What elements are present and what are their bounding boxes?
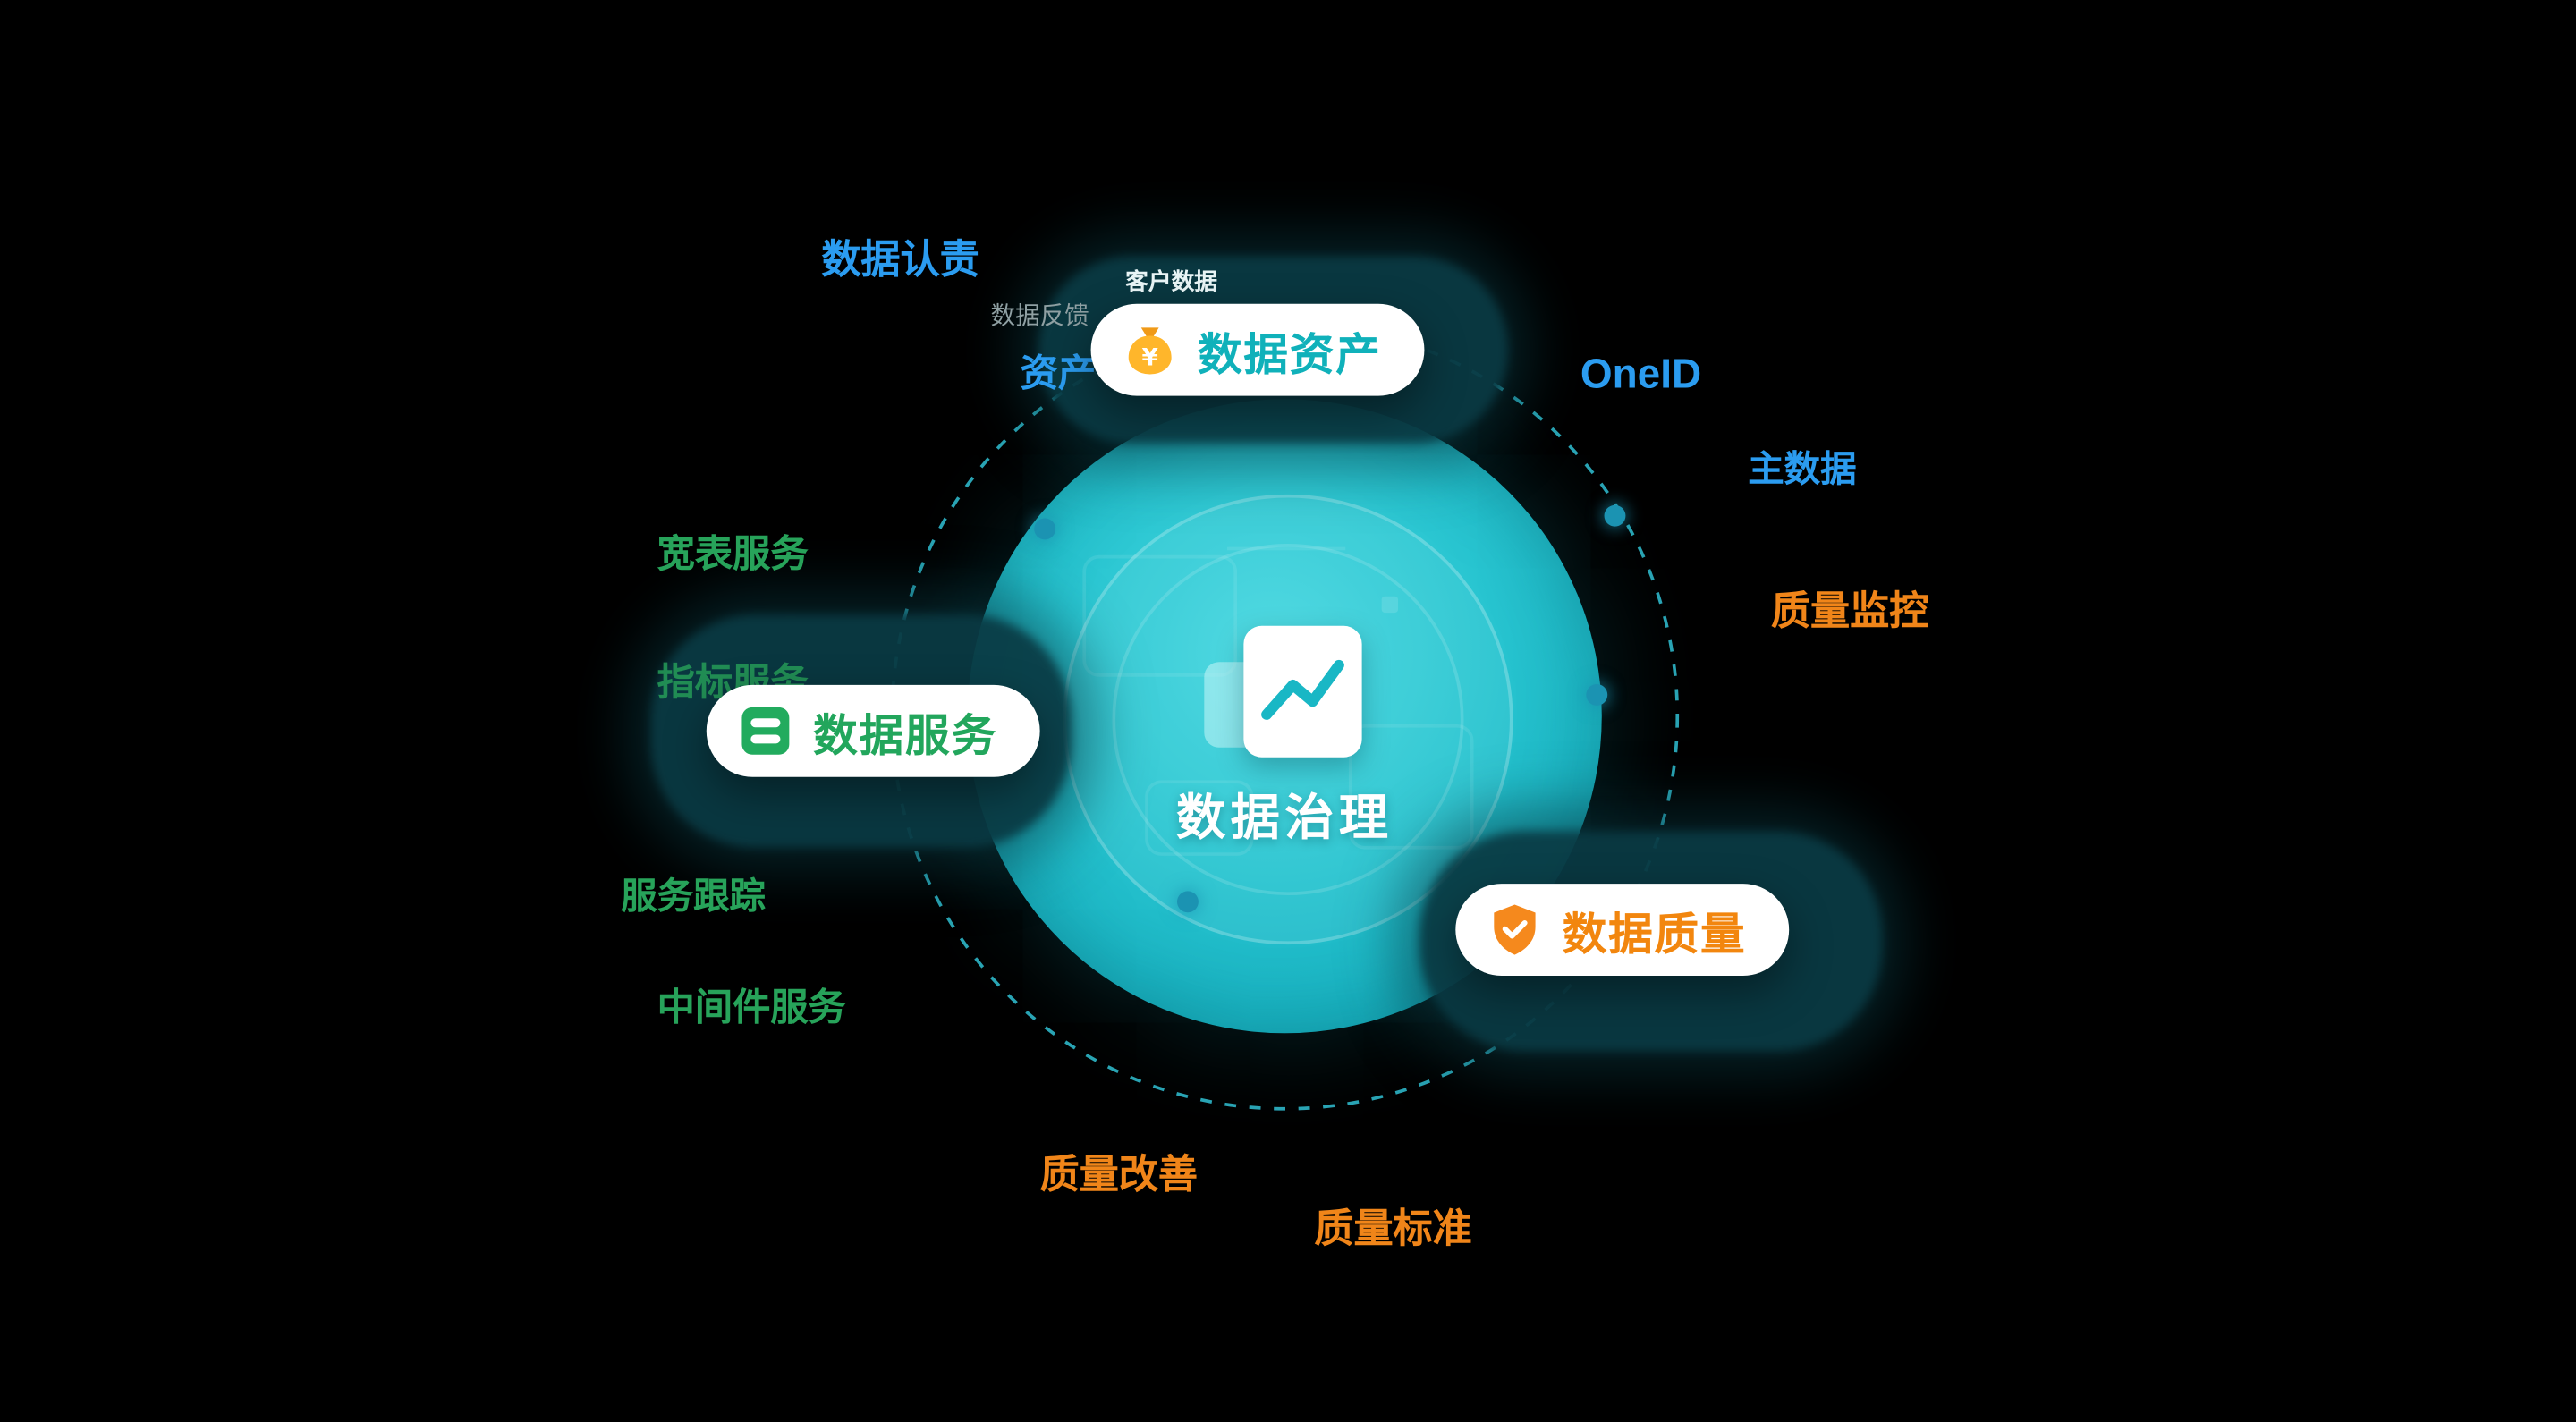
circuit-decoration	[1348, 724, 1474, 850]
orbit-dot	[1586, 683, 1608, 706]
circuit-decoration	[1227, 546, 1346, 551]
pill-label: 数据服务	[813, 710, 997, 760]
pill-data-quality: 数据质量	[1455, 884, 1790, 976]
label-middleware-service: 中间件服务	[657, 986, 846, 1028]
pill-label: 数据质量	[1562, 909, 1747, 959]
label-oneid: OneID	[1580, 351, 1702, 398]
inner-ring-2	[1112, 543, 1464, 896]
pill-data-asset: ¥ 数据资产	[1090, 303, 1425, 396]
orbit-dot	[1176, 891, 1199, 913]
svg-text:¥: ¥	[1141, 344, 1158, 372]
money-bag-icon: ¥	[1121, 320, 1180, 379]
report-chart-icon	[1243, 625, 1362, 758]
label-data-feedback: 数据反馈	[990, 301, 1089, 331]
server-icon	[736, 701, 795, 760]
label-quality-monitoring: 质量监控	[1770, 589, 1929, 634]
pill-data-service: 数据服务	[706, 684, 1040, 777]
label-data-accountability: 数据认责	[821, 238, 979, 283]
label-quality-standard: 质量标准	[1314, 1206, 1472, 1252]
shield-check-icon	[1485, 901, 1544, 960]
orbit-dot	[1604, 504, 1626, 527]
label-quality-improvement: 质量改善	[1039, 1153, 1198, 1198]
circuit-decoration	[1145, 780, 1254, 856]
circuit-decoration	[1082, 554, 1238, 677]
center-title: 数据治理	[1176, 791, 1394, 846]
circuit-decoration	[1381, 596, 1399, 614]
label-wide-table-service: 宽表服务	[657, 532, 809, 575]
label-service-tracking: 服务跟踪	[621, 875, 766, 917]
label-customer-data: 客户数据	[1125, 267, 1217, 294]
label-master-data: 主数据	[1748, 448, 1857, 490]
orbit-dot	[1034, 518, 1056, 540]
pill-label: 数据资产	[1197, 329, 1382, 379]
label-asset-partial: 资产	[1020, 351, 1097, 394]
